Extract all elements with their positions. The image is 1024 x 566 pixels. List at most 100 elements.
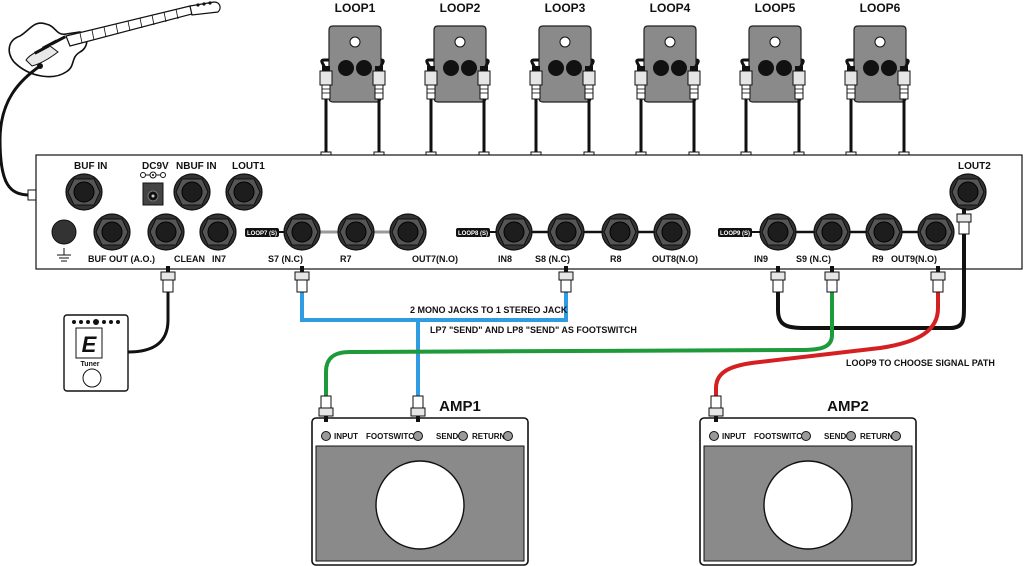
svg-text:LOOP8 (S): LOOP8 (S) xyxy=(458,231,488,237)
loop6-send-plug xyxy=(844,65,858,100)
lout1-label: LOUT1 xyxy=(232,161,265,172)
loop4-send-plug xyxy=(634,65,648,100)
loop1-send-plug xyxy=(319,65,333,100)
s9-label: S9 (N.C) xyxy=(796,254,831,264)
loop5-title: LOOP5 xyxy=(755,1,796,15)
ground-knob xyxy=(51,219,77,245)
loop2-return-plug xyxy=(477,65,491,100)
amp1-footswitch-label: FOOTSWITCH xyxy=(366,432,420,441)
in9-jack xyxy=(759,213,797,251)
in9-plug xyxy=(770,265,786,293)
amp1-input-label: INPUT xyxy=(334,432,358,441)
loop4-pedal xyxy=(643,25,697,103)
out9-jack xyxy=(917,213,955,251)
loop9-path-note: LOOP9 TO CHOOSE SIGNAL PATH xyxy=(846,358,995,368)
s9-jack xyxy=(813,213,851,251)
loop2-pedal xyxy=(433,25,487,103)
loop6-pedal xyxy=(853,25,907,103)
s8-jack xyxy=(547,213,585,251)
in8-jack xyxy=(495,213,533,251)
in9-label: IN9 xyxy=(754,254,768,264)
amp1-speaker xyxy=(375,460,465,550)
s7-jack xyxy=(283,213,321,251)
s7-plug xyxy=(294,265,310,293)
loop3-title: LOOP3 xyxy=(545,1,586,15)
buf-in-label: BUF IN xyxy=(74,161,107,172)
amp1-send-label: SEND xyxy=(436,432,458,441)
loop5-send-plug xyxy=(739,65,753,100)
in7-jack xyxy=(199,213,237,251)
loop2-send-plug xyxy=(424,65,438,100)
dc-power-jack xyxy=(142,182,164,206)
amp2-speaker xyxy=(763,460,853,550)
loop5-pedal xyxy=(748,25,802,103)
lout2-jack xyxy=(949,173,987,211)
nbuf-in-jack xyxy=(173,173,211,211)
red-amp2-cable xyxy=(714,290,940,398)
tuner-cable xyxy=(127,290,170,354)
buf-out-label: BUF OUT (A.O.) xyxy=(88,254,155,264)
loop8-badge xyxy=(456,228,490,237)
amp2-footswitch-label: FOOTSWITCH xyxy=(754,432,808,441)
loop1-pedal xyxy=(328,25,382,103)
switcher-panel xyxy=(35,154,1023,270)
guitar-cable xyxy=(0,64,41,197)
out9-plug xyxy=(930,265,946,293)
out8-jack xyxy=(653,213,691,251)
loop7-badge xyxy=(245,228,279,237)
amp2-input-label: INPUT xyxy=(722,432,746,441)
tuner-label: Tuner xyxy=(81,361,100,368)
buf-in-jack xyxy=(65,173,103,211)
dc9v-label: DC9V xyxy=(142,161,169,172)
r9-jack xyxy=(865,213,903,251)
dc-polarity-icon xyxy=(140,171,166,179)
guitar-icon xyxy=(8,1,221,78)
out7-jack xyxy=(389,213,427,251)
loop3-send-plug xyxy=(529,65,543,100)
loop3-pedal xyxy=(538,25,592,103)
footswitch-note: LP7 "SEND" AND LP8 "SEND" AS FOOTSWITCH xyxy=(430,325,637,335)
lout2-label: LOUT2 xyxy=(958,161,991,172)
in8-label: IN8 xyxy=(498,254,512,264)
buf-out-jack xyxy=(93,213,131,251)
loop2-title: LOOP2 xyxy=(440,1,481,15)
amp1-title: AMP1 xyxy=(439,398,481,415)
r7-label: R7 xyxy=(340,254,352,264)
svg-text:LOOP7 (S): LOOP7 (S) xyxy=(247,231,277,237)
loop6-title: LOOP6 xyxy=(860,1,901,15)
loop5-return-plug xyxy=(792,65,806,100)
r8-jack xyxy=(601,213,639,251)
black-loop-cable xyxy=(776,225,966,330)
blue-footswitch-cable xyxy=(300,290,568,322)
amp1-return-label: RETURN xyxy=(472,432,506,441)
loop9-badge xyxy=(718,228,752,237)
out7-label: OUT7(N.O) xyxy=(412,254,458,264)
nbuf-in-label: NBUF IN xyxy=(176,161,217,172)
s7-label: S7 (N.C) xyxy=(268,254,303,264)
loop6-return-plug xyxy=(897,65,911,100)
r8-label: R8 xyxy=(610,254,622,264)
mono-to-stereo-note: 2 MONO JACKS TO 1 STEREO JACK xyxy=(410,305,568,315)
ground-icon xyxy=(57,248,71,262)
amp2-send-label: SEND xyxy=(824,432,846,441)
tuner-display: E xyxy=(82,332,98,357)
clean-plug xyxy=(160,265,176,293)
loop4-return-plug xyxy=(687,65,701,100)
svg-text:LOOP9 (S): LOOP9 (S) xyxy=(720,231,750,237)
s8-label: S8 (N.C) xyxy=(535,254,570,264)
r9-label: R9 xyxy=(872,254,884,264)
tuner-pedal: E Tuner xyxy=(63,314,129,392)
green-amp1-cable xyxy=(324,290,834,398)
amp2-title: AMP2 xyxy=(827,398,869,415)
out8-label: OUT8(N.O) xyxy=(652,254,698,264)
loop1-return-plug xyxy=(372,65,386,100)
lout1-jack xyxy=(225,173,263,211)
out9-label: OUT9(N.O) xyxy=(891,254,937,264)
loop4-title: LOOP4 xyxy=(650,1,691,15)
r7-jack xyxy=(337,213,375,251)
clean-jack xyxy=(147,213,185,251)
loop3-return-plug xyxy=(582,65,596,100)
